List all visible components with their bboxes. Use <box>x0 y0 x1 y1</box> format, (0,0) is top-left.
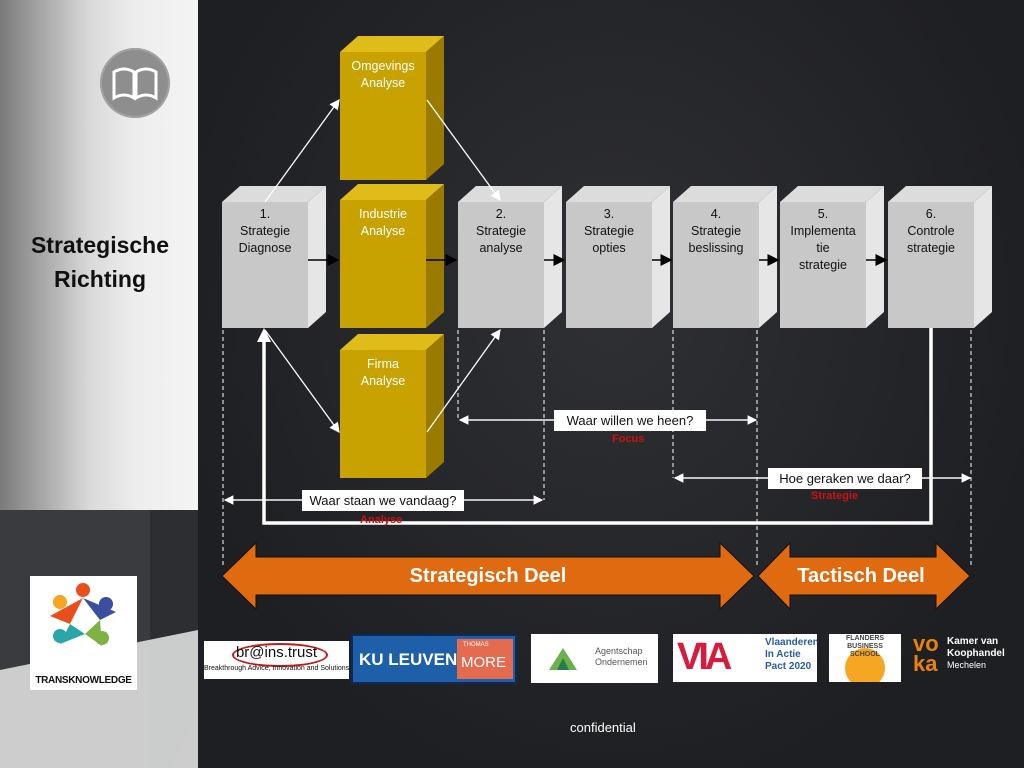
brains-subtext: Breakthrough Advice, Innovation and Solu… <box>204 665 349 672</box>
thomas-text: THOMAS <box>463 642 489 648</box>
page-title: Strategische Richting <box>30 232 170 292</box>
callout-daar-tag: Strategie <box>811 490 859 502</box>
step-6-label: 6. Controle strategie <box>907 207 955 255</box>
transknowledge-logo: TRANSKNOWLEDGE <box>30 576 137 690</box>
label-firma-text: Firma Analyse <box>360 357 406 388</box>
callout-daar: Hoe geraken we daar? <box>768 468 922 489</box>
footer-confidential: confidential <box>570 720 636 735</box>
transknowledge-label: TRANSKNOWLEDGE <box>35 675 132 686</box>
agentschap-text: Agentschap Ondernemen <box>595 646 648 667</box>
step-5-label: 5. Implementa tie strategie <box>790 207 856 272</box>
step-4-label: 4. Strategie beslissing <box>688 207 744 255</box>
gold-box-industrie <box>340 184 444 328</box>
voka-text: Kamer van Koophandel <box>947 636 1005 659</box>
agentschap-logo: Agentschap Ondernemen <box>531 634 658 683</box>
label-industrie: Industrie Analyse <box>340 206 426 240</box>
flanders-business-school-logo: FLANDERS BUSINESS SCHOOL <box>829 634 901 682</box>
callout-heen: Waar willen we heen? <box>554 410 706 431</box>
ku-leuven-logo: KU LEUVEN THOMAS MORE <box>351 634 517 684</box>
step-2-label: 2. Strategie analyse <box>475 207 527 255</box>
label-omgevings-text: Omgevings Analyse <box>351 59 415 90</box>
brains-text: br@ins.trust <box>235 644 318 661</box>
book-icon <box>100 48 170 118</box>
callout-vandaag: Waar staan we vandaag? <box>302 490 464 511</box>
via-text: VIA <box>677 636 732 678</box>
vlaanderen-text: Vlaanderen In Actie Pact 2020 <box>765 637 817 672</box>
label-firma: Firma Analyse <box>340 356 426 390</box>
label-industrie-text: Industrie Analyse <box>359 207 407 238</box>
brains-trust-logo: br@ins.trust Breakthrough Advice, Innova… <box>204 641 349 679</box>
tactisch-arrow <box>757 541 971 611</box>
callout-heen-tag: Focus <box>612 433 645 445</box>
voka-subtext: Mechelen <box>947 660 987 670</box>
phase-strategisch-label: Strategisch Deel <box>409 565 567 587</box>
via-logo: VIA Vlaanderen In Actie Pact 2020 <box>673 634 817 682</box>
fbs-text: FLANDERS BUSINESS SCHOOL <box>845 635 885 658</box>
grey-box-6 <box>888 186 992 328</box>
label-omgevings: Omgevings Analyse <box>340 58 426 92</box>
gold-box-firma <box>340 334 444 478</box>
strategisch-arrow <box>221 541 755 611</box>
ku-leuven-text: KU LEUVEN <box>359 650 458 669</box>
grey-box-2 <box>458 186 562 328</box>
step-3-label: 3. Strategie opties <box>583 207 635 255</box>
step-1-label: 1. Strategie Diagnose <box>238 207 292 255</box>
grey-box-5 <box>780 186 884 328</box>
grey-box-1 <box>222 186 326 328</box>
callout-vandaag-tag: Analyse <box>360 514 403 526</box>
phase-tactisch-label: Tactisch Deel <box>797 565 925 587</box>
more-text: MORE <box>461 654 506 671</box>
voka-mark: vo ka <box>913 631 939 676</box>
gold-box-omgevings <box>340 36 444 180</box>
